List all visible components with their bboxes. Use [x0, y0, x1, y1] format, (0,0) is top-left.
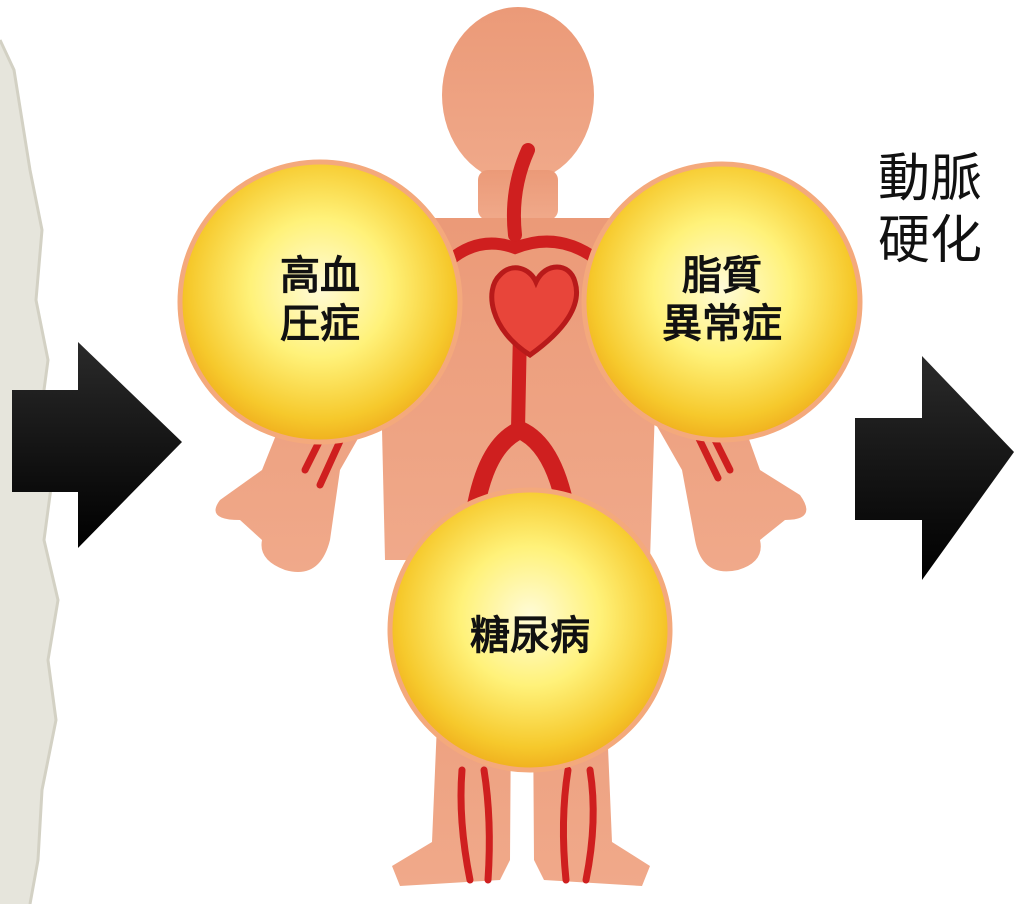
left-leg-artery-2: [480, 766, 493, 884]
bubble-diabetes: [387, 487, 673, 773]
hypertension-line-1: 高血: [280, 253, 360, 299]
carotid-artery: [506, 143, 535, 242]
outcome-label: 動脈 硬化: [878, 148, 982, 272]
dyslipidemia-line-1: 脂質: [682, 253, 762, 299]
hypertension-line-2: 圧症: [280, 301, 360, 347]
outcome-line-2: 硬化: [878, 211, 983, 271]
right-arrow-icon: [855, 356, 1014, 580]
diabetes-label: 糖尿病: [430, 612, 630, 660]
dyslipidemia-label: 脂質 異常症: [622, 252, 822, 348]
head: [442, 7, 594, 183]
diabetes-line-1: 糖尿病: [470, 613, 590, 659]
bubble-dyslipidemia: [581, 161, 863, 443]
left-leg-artery-1: [457, 766, 474, 884]
bubble-hypertension: [177, 159, 463, 445]
outcome-line-1: 動脈: [878, 149, 983, 209]
aortic-arch: [444, 235, 606, 268]
right-leg-artery-2: [582, 766, 597, 884]
hypertension-label: 高血 圧症: [220, 252, 420, 348]
heart-icon: [489, 264, 579, 359]
left-arrow-icon: [12, 342, 182, 548]
right-leg-artery-1: [559, 766, 572, 884]
dyslipidemia-line-2: 異常症: [662, 301, 782, 347]
